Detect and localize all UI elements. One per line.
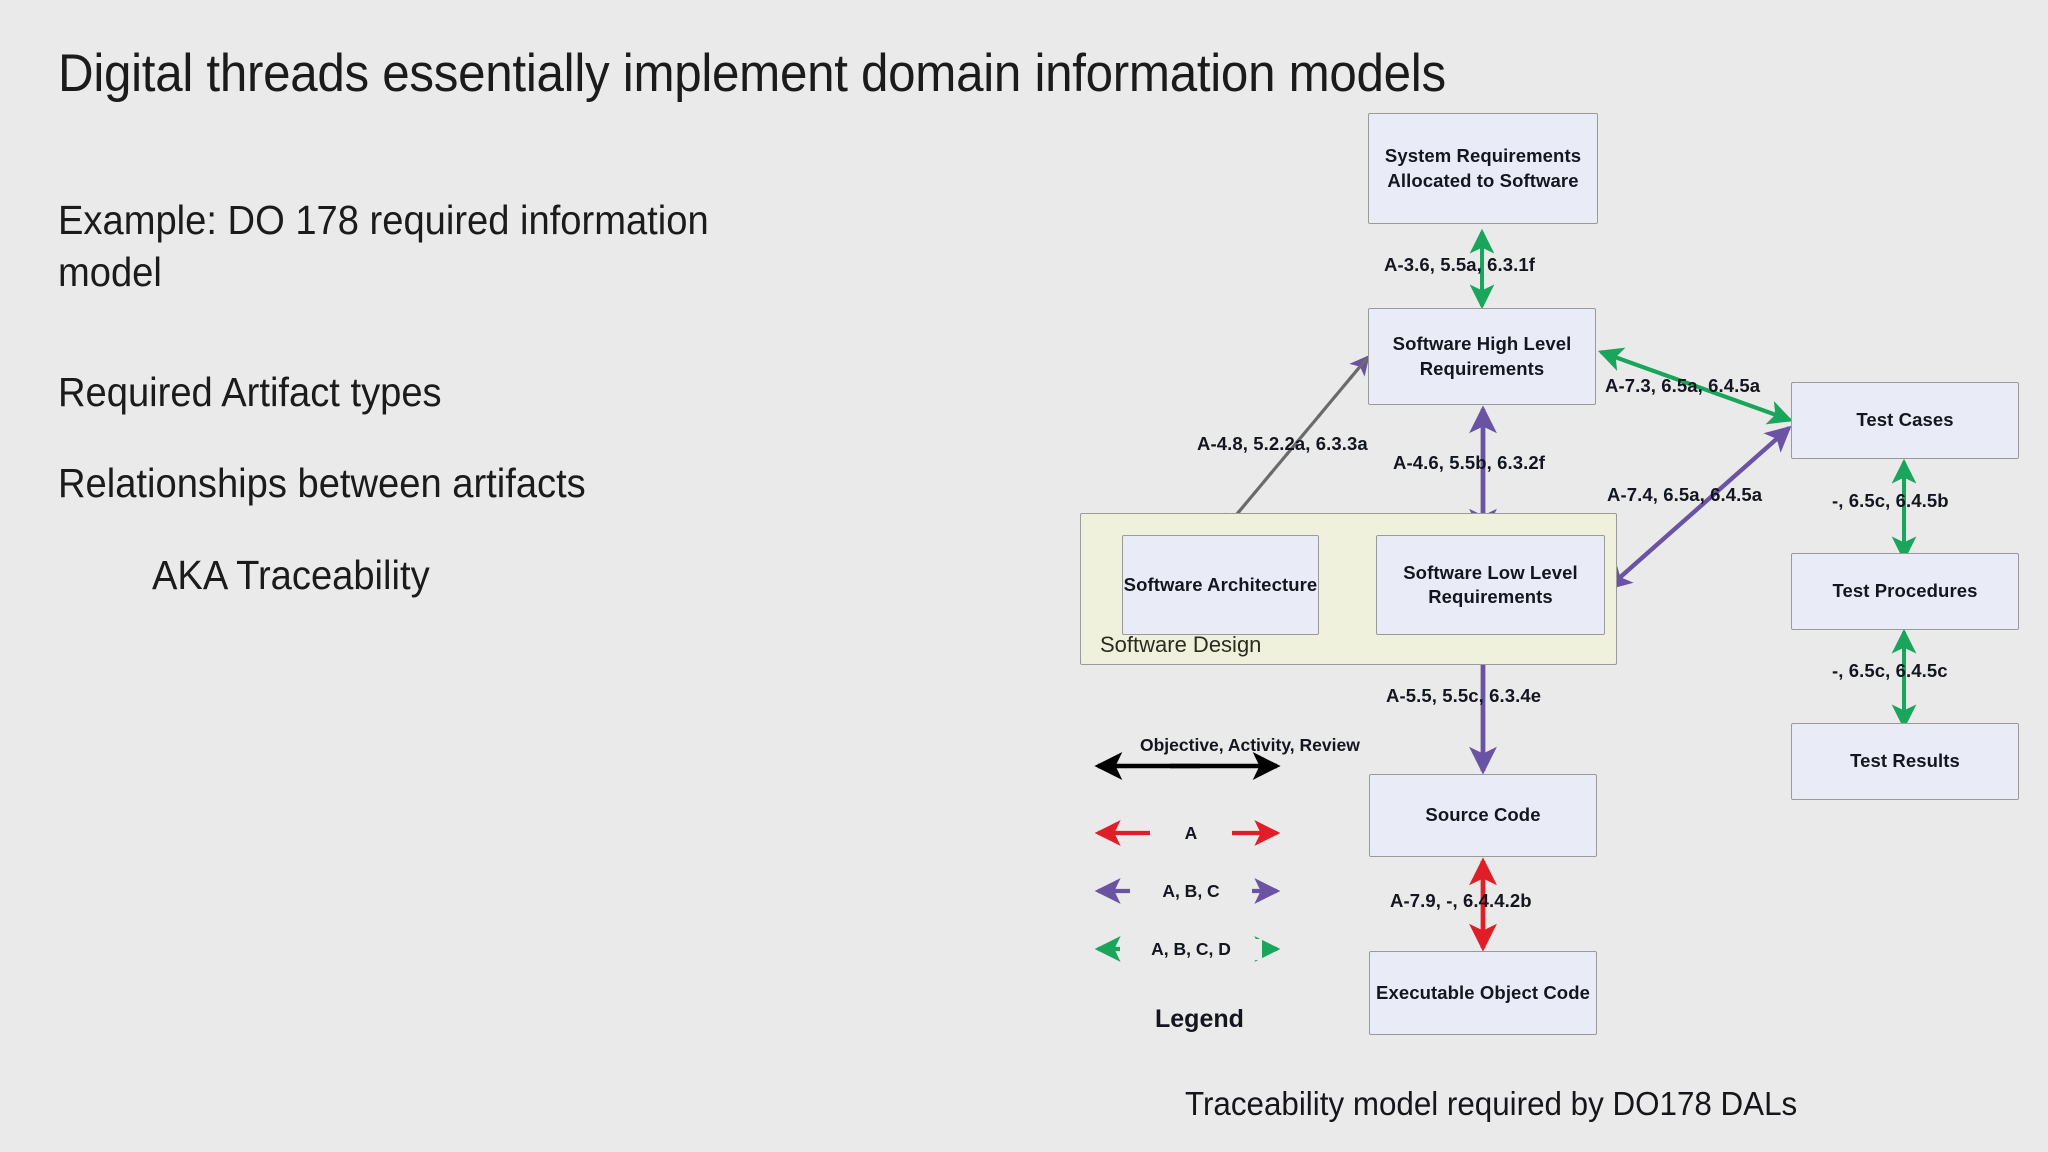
edge-label-llr-to-sourcecode: A-5.5, 5.5c, 6.3.4e <box>1386 685 1542 706</box>
edge-label-hlr-to-architecture: A-4.8, 5.2.2a, 6.3.3a <box>1197 433 1368 454</box>
node-test-results[interactable]: Test Results <box>1791 723 2019 800</box>
bullet-line-2: model <box>58 249 162 295</box>
legend-title: Legend <box>1155 1005 1244 1033</box>
node-software-high-level-requirements[interactable]: Software High Level Requirements <box>1368 308 1596 405</box>
edge-label-llr-to-testcases: A-7.4, 6.5a, 6.4.5a <box>1607 484 1763 505</box>
node-test-procedures[interactable]: Test Procedures <box>1791 553 2019 630</box>
legend-entry-label-abc: A, B, C <box>1130 881 1252 903</box>
node-software-architecture[interactable]: Software Architecture <box>1122 535 1319 635</box>
edge-llr-testcases <box>1605 425 1792 591</box>
node-system-requirements[interactable]: System Requirements Allocated to Softwar… <box>1368 113 1598 224</box>
bullet-line-4: Relationships between artifacts <box>58 460 586 506</box>
edge-label-sysreq-to-hlr: A-3.6, 5.5a, 6.3.1f <box>1384 254 1536 275</box>
edge-label-testcases-to-testprocedures: -, 6.5c, 6.4.5b <box>1832 490 1949 511</box>
edge-label-hlr-to-testcases: A-7.3, 6.5a, 6.4.5a <box>1605 375 1761 396</box>
node-test-cases[interactable]: Test Cases <box>1791 382 2019 459</box>
edge-label-hlr-to-llr: A-4.6, 5.5b, 6.3.2f <box>1393 452 1546 473</box>
node-software-low-level-requirements[interactable]: Software Low Level Requirements <box>1376 535 1605 635</box>
diagram-caption: Traceability model required by DO178 DAL… <box>1185 1085 1798 1122</box>
bullet-line-5: AKA Traceability <box>152 552 430 598</box>
legend-header: Objective, Activity, Review <box>1140 735 1360 755</box>
bullet-line-3: Required Artifact types <box>58 369 442 415</box>
legend-entry-label-a: A <box>1150 823 1232 845</box>
legend-entry-label-abcd: A, B, C, D <box>1120 939 1262 961</box>
edge-label-sourcecode-to-eoc: A-7.9, -, 6.4.4.2b <box>1390 890 1532 911</box>
edge-label-testprocedures-to-testresults: -, 6.5c, 6.4.5c <box>1832 660 1948 681</box>
bullet-line-1: Example: DO 178 required information <box>58 197 709 243</box>
node-executable-object-code[interactable]: Executable Object Code <box>1369 951 1597 1035</box>
software-design-group-label: Software Design <box>1100 632 1262 657</box>
node-source-code[interactable]: Source Code <box>1369 774 1597 857</box>
page-title: Digital threads essentially implement do… <box>58 44 1446 103</box>
